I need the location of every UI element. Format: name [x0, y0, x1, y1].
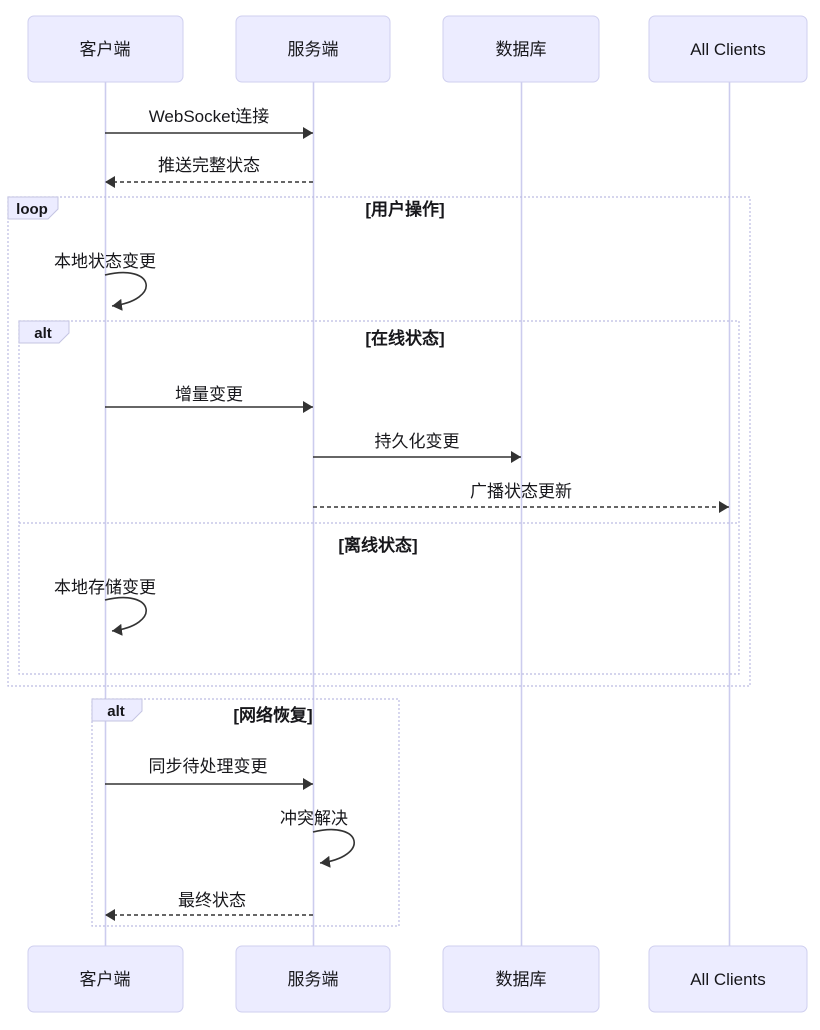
message-selfloop-local-state-change — [104, 271, 147, 311]
actor-bottom-server-label: 服务端 — [288, 970, 339, 989]
message-label-local-store-change: 本地存储变更 — [54, 578, 156, 597]
actors-bottom: 客户端 服务端 数据库 All Clients — [27, 945, 808, 1013]
actor-top-server-label: 服务端 — [288, 40, 339, 59]
lifelines — [104, 82, 731, 946]
message-label-local-state-change: 本地状态变更 — [54, 252, 156, 271]
fragment-alt-recovery-tab — [91, 698, 143, 722]
message-label-push-full-state: 推送完整状态 — [158, 156, 260, 175]
fragment-alt-recovery-border — [91, 698, 400, 927]
fragment-loop-tab — [7, 196, 59, 220]
message-label-conflict-resolution: 冲突解决 — [280, 809, 348, 828]
actor-top-database-label: 数据库 — [496, 40, 547, 59]
actor-bottom-server-box — [235, 945, 391, 1013]
actor-top-server-box — [235, 15, 391, 83]
actor-bottom-client-label: 客户端 — [80, 970, 131, 989]
messages: WebSocket连接 > client : 推送完整状态 --> 推送完整状态… — [54, 107, 729, 921]
fragment-alt-online-condition: [在线状态] — [365, 328, 444, 348]
actor-bottom-client-box — [27, 945, 184, 1013]
fragment-alt-online-keyword: alt — [34, 325, 52, 342]
message-selfloop-local-store-change — [104, 596, 147, 636]
fragment-loop-border — [7, 196, 751, 687]
message-label-persist-change: 持久化变更 — [375, 432, 460, 451]
fragment-alt-recovery-keyword: alt — [107, 703, 125, 720]
message-label-incremental-change: 增量变更 — [175, 385, 243, 404]
fragment-alt-online-border — [18, 320, 740, 675]
fragment-alt-online: alt [在线状态] [离线状态] — [18, 320, 740, 675]
message-label-ws-connect: WebSocket连接 — [149, 107, 270, 126]
fragment-loop-user-ops: loop [用户操作] — [7, 196, 751, 687]
message-selfloop-conflict-resolution — [312, 828, 355, 868]
fragment-alt-offline-condition: [离线状态] — [338, 535, 417, 555]
actor-bottom-all-clients-label: All Clients — [690, 970, 766, 989]
fragment-loop-keyword: loop — [16, 201, 48, 218]
message-label-broadcast-update: 广播状态更新 — [470, 482, 572, 501]
fragment-alt-online-tab — [18, 320, 70, 344]
actor-top-all-clients-box — [648, 15, 808, 83]
actor-top-client-box — [27, 15, 184, 83]
fragment-alt-recovery: alt [网络恢复] — [91, 698, 400, 927]
actors-top: 客户端 服务端 数据库 All Clients — [27, 15, 808, 83]
actor-bottom-all-clients-box — [648, 945, 808, 1013]
message-label-final-state: 最终状态 — [178, 891, 246, 910]
actor-top-all-clients-label: All Clients — [690, 40, 766, 59]
fragment-loop-condition: [用户操作] — [365, 199, 444, 219]
actor-top-database-box — [442, 15, 600, 83]
fragment-alt-recovery-condition: [网络恢复] — [233, 705, 312, 725]
actor-bottom-database-box — [442, 945, 600, 1013]
message-label-sync-pending-changes: 同步待处理变更 — [149, 757, 268, 776]
actor-top-client-label: 客户端 — [80, 40, 131, 59]
actor-bottom-database-label: 数据库 — [496, 970, 547, 989]
